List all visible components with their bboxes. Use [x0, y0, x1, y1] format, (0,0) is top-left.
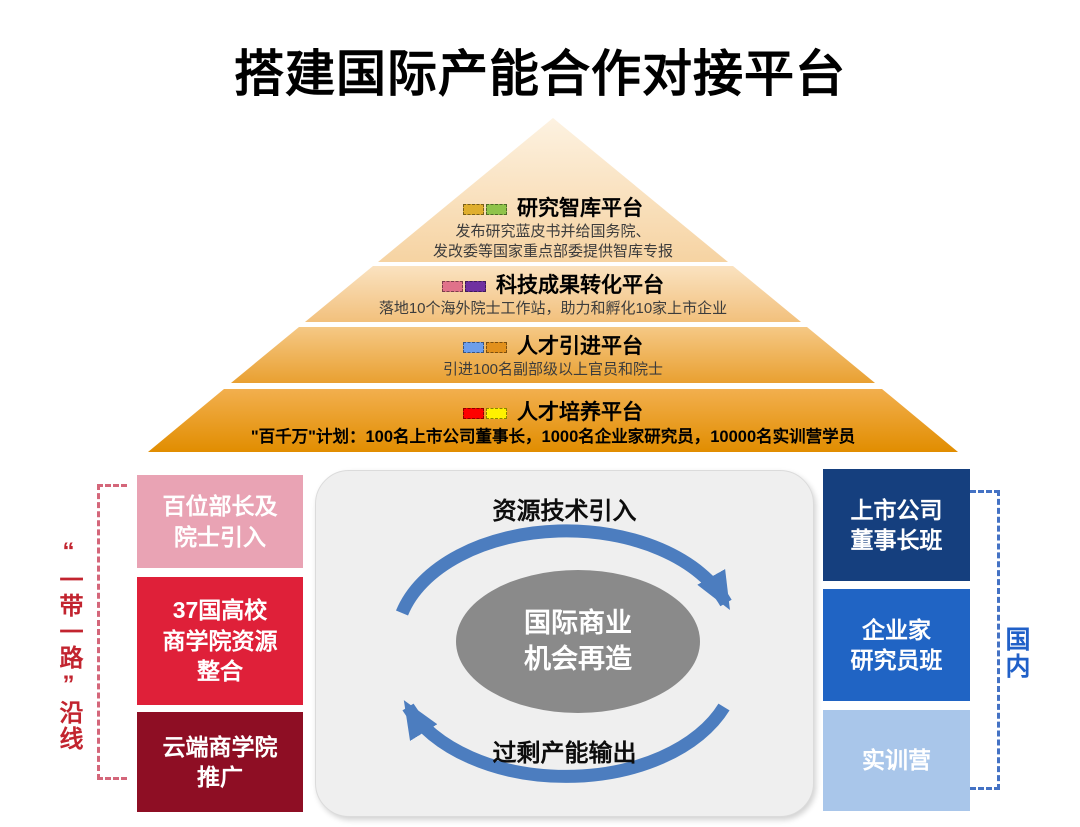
right-box-chairman-class: 上市公司 董事长班: [823, 469, 970, 581]
box-label-line: 院士引入: [174, 523, 266, 550]
pyramid-level-research: 研究智库平台 发布研究蓝皮书并给国务院、 发改委等国家重点部委提供智库专报: [378, 118, 728, 262]
box-label-line: 37国高校: [172, 597, 268, 624]
box-label-line: 云端商学院: [162, 733, 278, 760]
core-label-line: 机会再造: [524, 643, 632, 674]
box-label-line: 董事长班: [850, 527, 943, 553]
level-desc-line: "百千万"计划：100名上市公司董事长，1000名企业家研究员，10000名实训…: [250, 427, 856, 446]
left-box-cloud-school: 云端商学院 推广: [137, 712, 303, 812]
box-label-line: 整合: [197, 658, 243, 685]
core-label-line: 国际商业: [524, 608, 632, 639]
box-label-line: 企业家: [862, 616, 931, 643]
left-box-business-schools: 37国高校 商学院资源 整合: [137, 577, 303, 705]
cycle-arrows: [395, 524, 732, 783]
box-label-line: 上市公司: [850, 496, 943, 523]
pyramid-level-talent-intro: 人才引进平台 引进100名副部级以上官员和院士: [231, 327, 875, 383]
right-box-entrepreneur-class: 企业家 研究员班: [823, 589, 970, 701]
page-title: 搭建国际产能合作对接平台: [234, 46, 846, 102]
legend-bars-icon: [442, 280, 486, 292]
core-ellipse: 国际商业 机会再造: [456, 570, 700, 713]
top-cycle-arrow-icon: [395, 524, 732, 616]
left-box-ministers: 百位部长及 院士引入: [137, 475, 303, 568]
bottom-cycle-arrow-icon: [402, 700, 730, 783]
right-box-training-camp: 实训营: [823, 710, 970, 811]
level-desc-line: 发布研究蓝皮书并给国务院、: [455, 223, 651, 241]
cycle-bottom-label: 过剩产能输出: [492, 740, 637, 767]
legend-bars-icon: [463, 203, 507, 215]
box-label-line: 研究员班: [850, 647, 943, 673]
level-title: 研究智库平台: [517, 197, 643, 221]
level-title: 科技成果转化平台: [496, 273, 664, 297]
pyramid-level-shape: [305, 266, 801, 322]
pyramid-level-tech-transfer: 科技成果转化平台 落地10个海外院士工作站，助力和孵化10家上市企业: [305, 266, 801, 322]
pyramid-level-shape: [231, 327, 875, 383]
box-label-line: 实训营: [862, 747, 931, 774]
legend-bars-icon: [463, 408, 507, 420]
box-label-line: 商学院资源: [162, 627, 278, 654]
pyramid-level-shape: [148, 389, 958, 452]
cycle-panel: 资源技术引入 国际商业 机会再造 过剩产能输出: [315, 470, 814, 817]
cycle-top-label: 资源技术引入: [492, 498, 637, 525]
level-desc-line: 引进100名副部级以上官员和院士: [442, 361, 664, 379]
belt-road-bracket: [97, 484, 127, 780]
box-label-line: 推广: [197, 764, 243, 790]
belt-road-label: “一带一路”沿线: [55, 538, 82, 752]
legend-bars-icon: [463, 341, 507, 353]
domestic-label: 国内: [1002, 626, 1030, 680]
level-desc-line: 发改委等国家重点部委提供智库专报: [432, 243, 673, 261]
level-title: 人才引进平台: [517, 334, 643, 358]
box-label-line: 百位部长及: [162, 493, 278, 520]
pyramid-level-talent-training: 人才培养平台 "百千万"计划：100名上市公司董事长，1000名企业家研究员，1…: [148, 389, 958, 452]
level-desc-line: 落地10个海外院士工作站，助力和孵化10家上市企业: [378, 300, 728, 318]
domestic-bracket: [970, 490, 1000, 790]
level-title: 人才培养平台: [517, 401, 643, 425]
